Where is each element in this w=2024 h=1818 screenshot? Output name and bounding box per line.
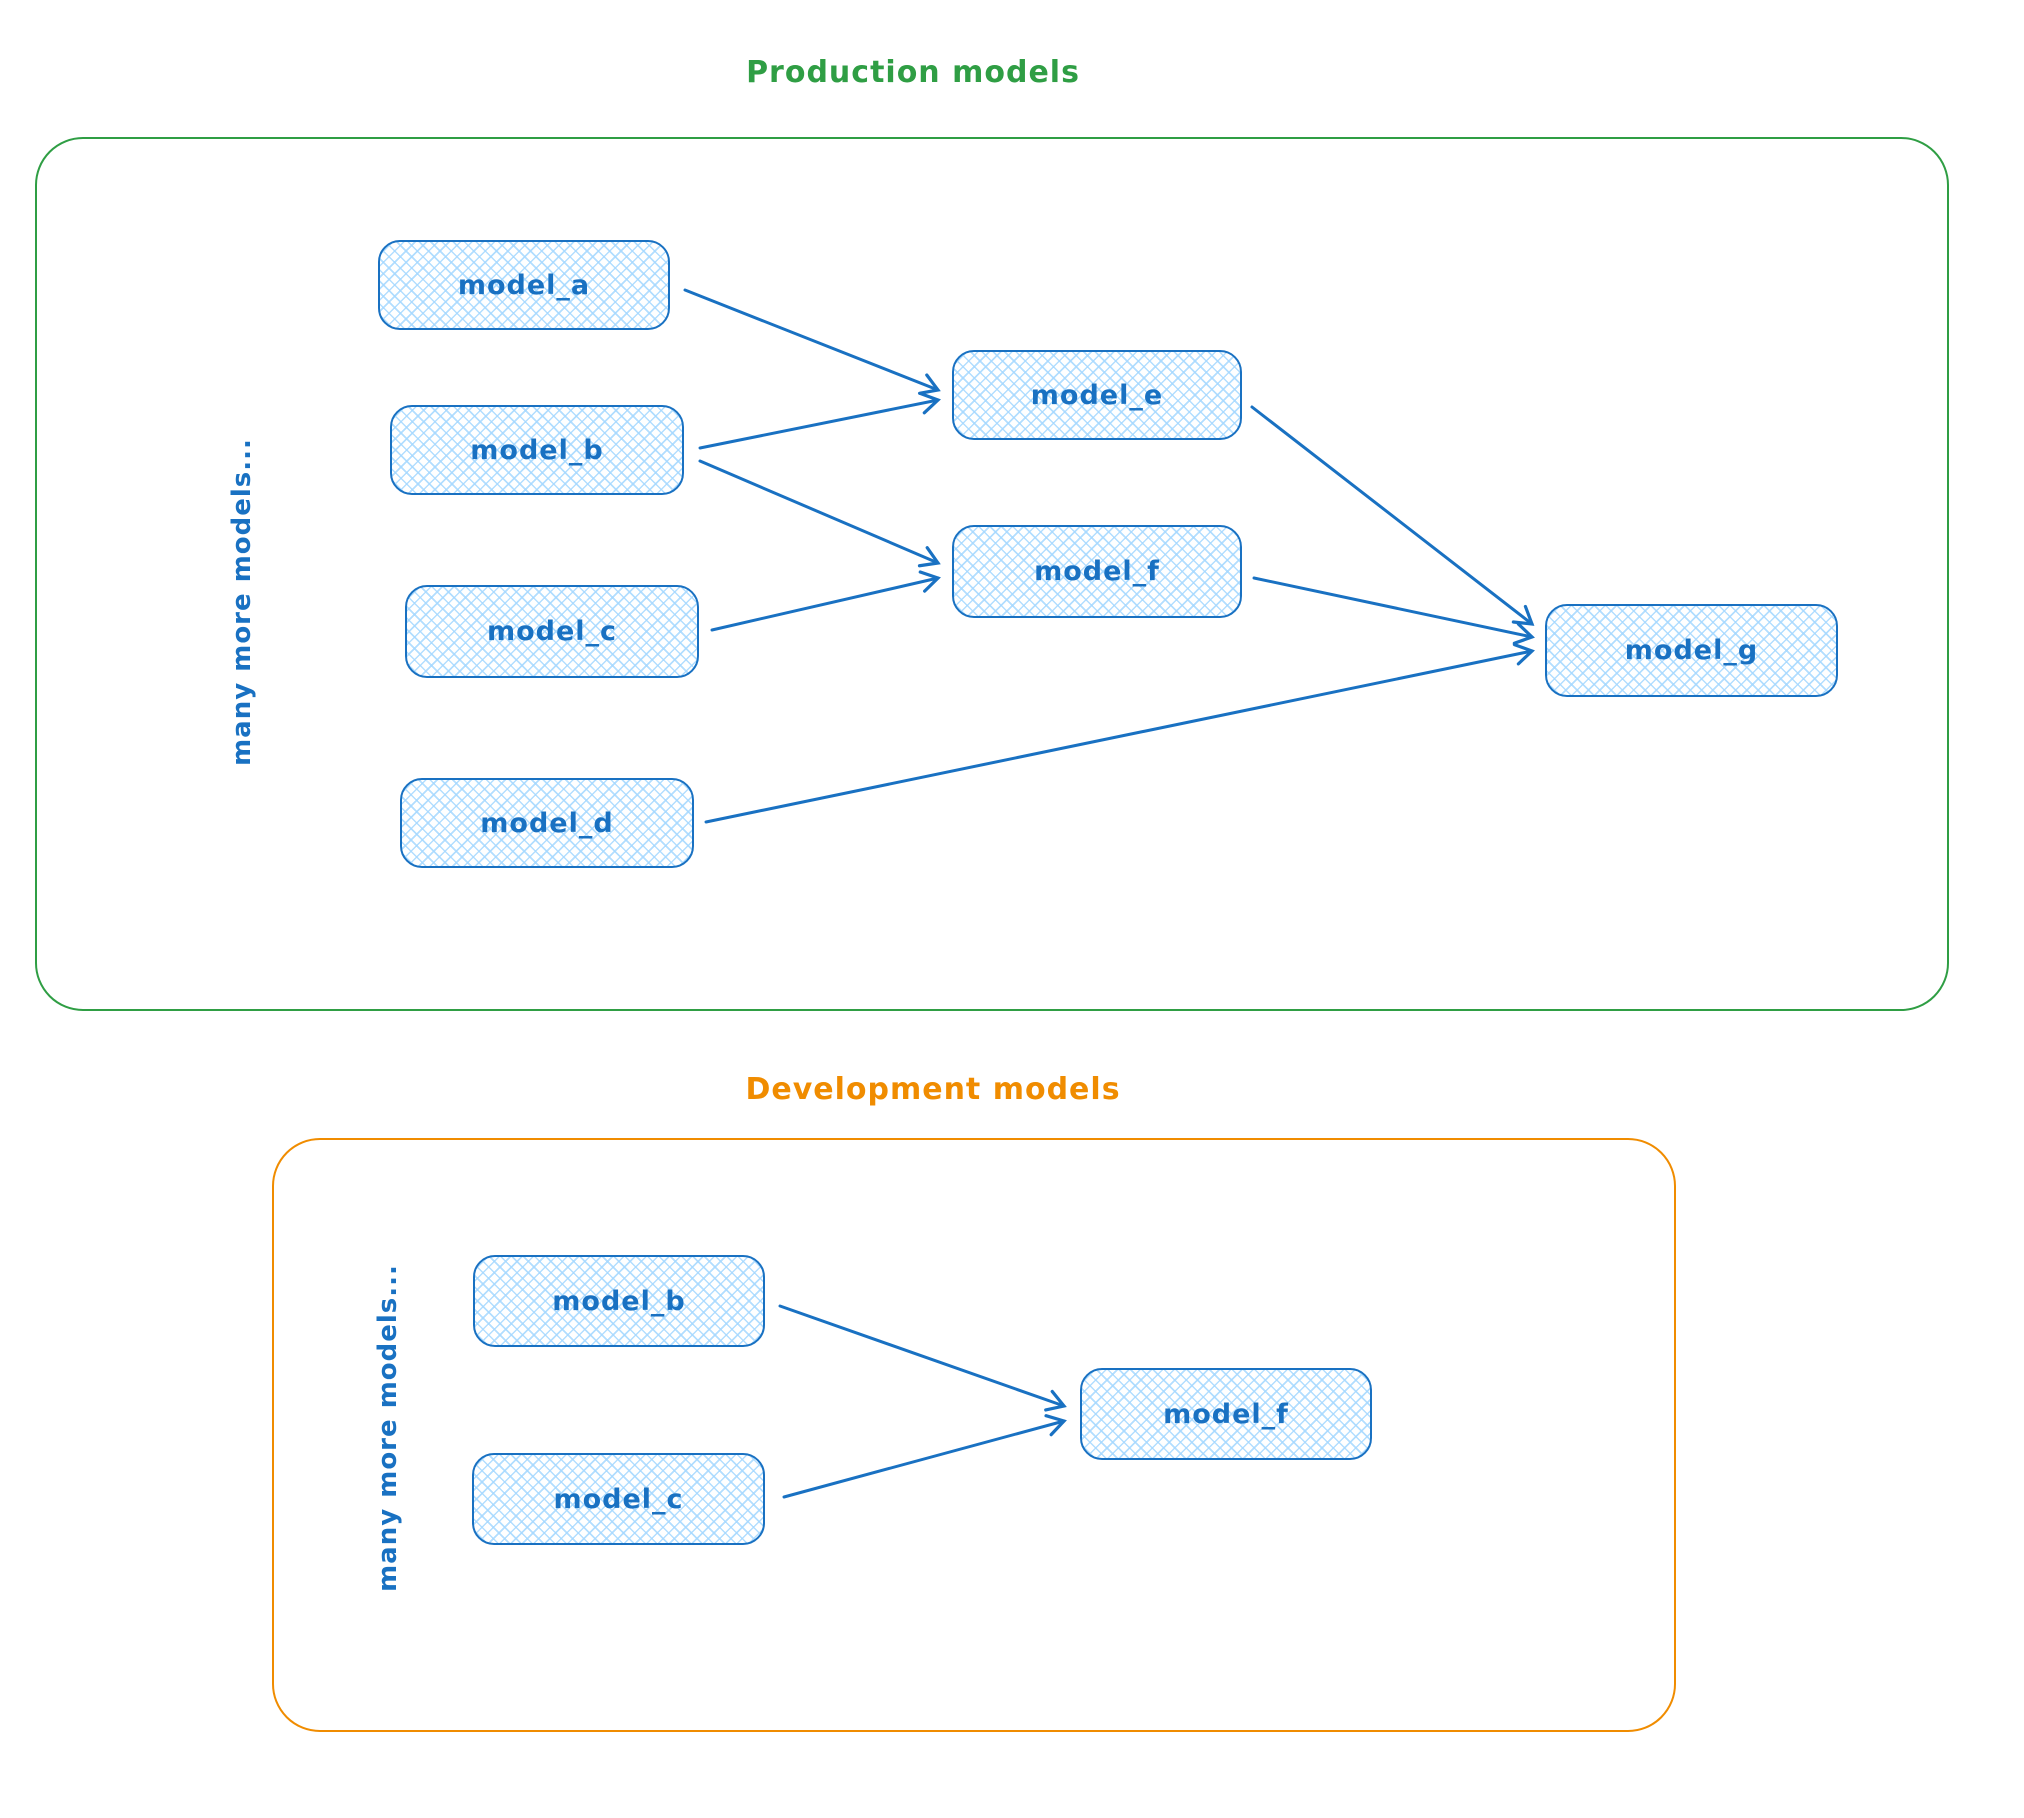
node-label-dev-model-b: model_b [552, 1285, 686, 1317]
node-production-model-d[interactable]: model_d [400, 778, 694, 868]
node-label-model-a: model_a [457, 269, 591, 301]
production-container [35, 137, 1949, 1011]
node-production-model-e[interactable]: model_e [952, 350, 1242, 440]
node-development-model-c[interactable]: model_c [472, 1453, 765, 1545]
development-side-label: many more models... [373, 1264, 403, 1592]
node-label-model-g: model_g [1624, 635, 1759, 666]
production-section-title: Production models [746, 55, 1080, 90]
node-production-model-f[interactable]: model_f [952, 525, 1242, 618]
node-development-model-f[interactable]: model_f [1080, 1368, 1372, 1460]
node-production-model-c[interactable]: model_c [405, 585, 699, 678]
node-production-model-a[interactable]: model_a [378, 240, 670, 330]
node-label-model-b: model_b [470, 434, 604, 466]
node-production-model-b[interactable]: model_b [390, 405, 684, 495]
node-label-dev-model-f: model_f [1163, 1398, 1289, 1430]
development-container [272, 1138, 1676, 1732]
node-label-model-d: model_d [480, 807, 614, 839]
node-production-model-g[interactable]: model_g [1545, 604, 1838, 697]
node-development-model-b[interactable]: model_b [473, 1255, 765, 1347]
development-section-title: Development models [745, 1072, 1121, 1107]
production-side-label: many more models... [227, 438, 257, 766]
node-label-model-c: model_c [486, 616, 618, 647]
node-label-model-e: model_e [1030, 379, 1164, 411]
node-label-dev-model-c: model_c [553, 1483, 684, 1515]
node-label-model-f: model_f [1034, 556, 1160, 587]
